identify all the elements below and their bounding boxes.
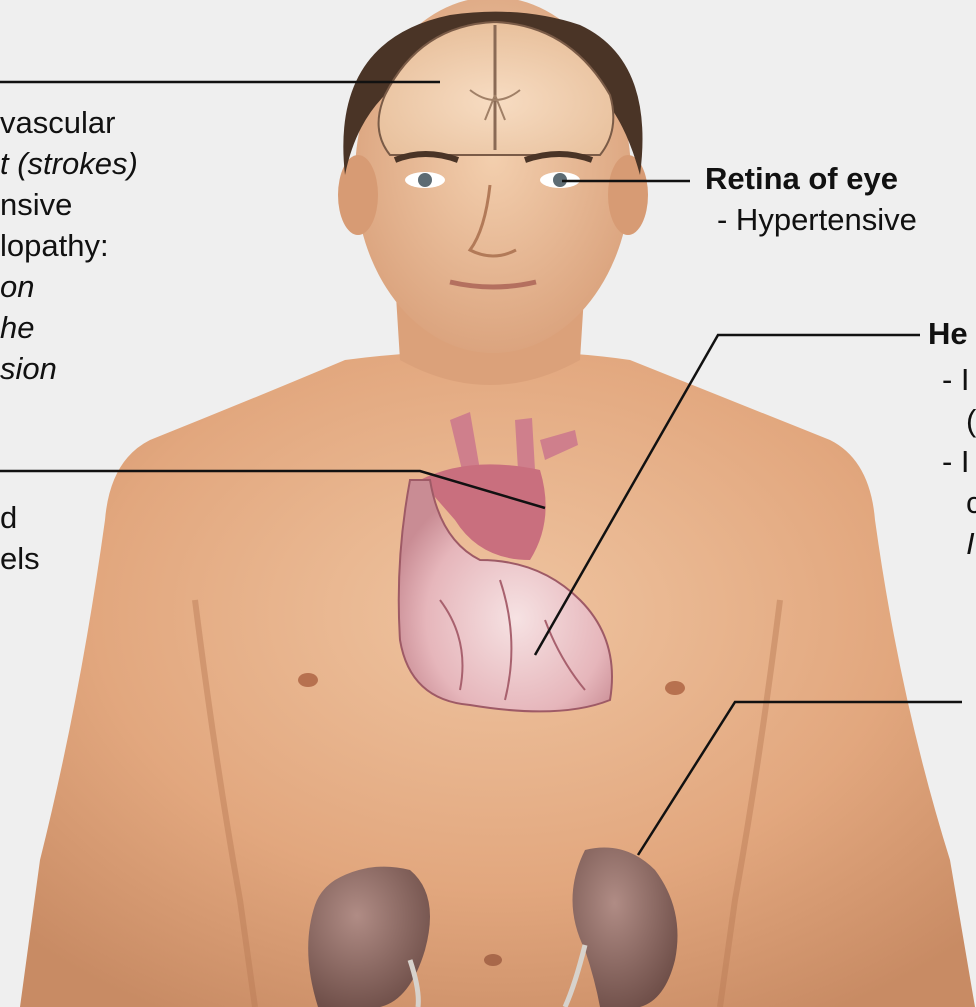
heart-items: - I ( - I c I (942, 359, 976, 564)
brain-line-4: lopathy: (0, 225, 138, 266)
brain-line-1: vascular (0, 102, 138, 143)
vessels-label: d els (0, 497, 40, 579)
right-nipple (665, 681, 685, 695)
left-nipple (298, 673, 318, 687)
brain-line-6: he (0, 307, 138, 348)
heart-item-3: - I (942, 441, 976, 482)
eye-item-1: - Hypertensive (705, 199, 917, 240)
brain-line-2: t (strokes) (0, 143, 138, 184)
vessels-line-2: els (0, 538, 40, 579)
right-ear (608, 155, 648, 235)
brain-line-5: on (0, 266, 138, 307)
heart-label: He (928, 313, 968, 354)
heart-item-4: c (942, 482, 976, 523)
heart-item-2: ( (942, 400, 976, 441)
brain-line-7: sion (0, 348, 138, 389)
left-iris (418, 173, 432, 187)
vessels-line-1: d (0, 497, 40, 538)
heart-title: He (928, 313, 968, 354)
left-ear (338, 155, 378, 235)
heart-item-5: I (942, 523, 976, 564)
eye-label: Retina of eye - Hypertensive (705, 158, 917, 240)
brain-line-3: nsive (0, 184, 138, 225)
eye-title: Retina of eye (705, 158, 917, 199)
heart-item-1: - I (942, 359, 976, 400)
brain-label: vascular t (strokes) nsive lopathy: on h… (0, 102, 138, 389)
navel (484, 954, 502, 966)
